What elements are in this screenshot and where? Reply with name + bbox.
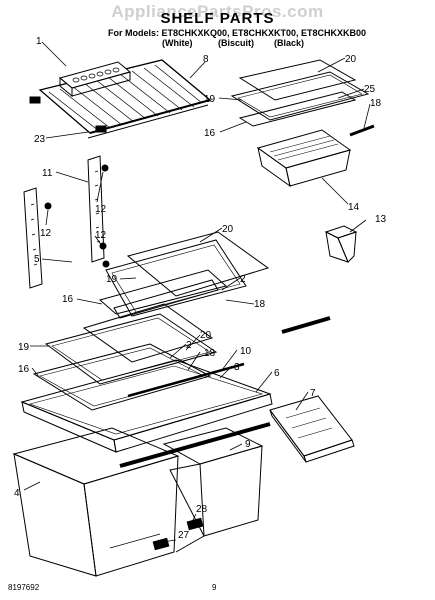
variant-black: (Black) — [274, 38, 305, 48]
callout-19-mid: 19 — [106, 274, 118, 285]
callout-7: 7 — [310, 388, 316, 399]
loose-bar — [281, 316, 331, 334]
callout-1: 1 — [36, 36, 42, 47]
callout-18-mid: 18 — [254, 299, 266, 310]
small-bin-13 — [324, 225, 358, 263]
callout-5: 5 — [34, 254, 40, 265]
callout-18-low: 18 — [204, 348, 216, 359]
callout-28: 28 — [196, 504, 208, 515]
lower-glass-shelf — [32, 303, 245, 411]
callout-19-low: 19 — [18, 342, 30, 353]
leader-lines — [23, 41, 371, 543]
watermark: AppliancePartsPros.com — [111, 2, 324, 21]
shelf-end-caps — [29, 96, 107, 133]
callout-13: 13 — [375, 214, 387, 225]
callout-6: 6 — [274, 368, 280, 379]
callout-12-b: 12 — [40, 228, 52, 239]
side-tray — [269, 395, 355, 463]
page-title: SHELF PARTS — [160, 10, 275, 27]
top-crisper-drawer — [256, 129, 352, 188]
callout-20-mid: 20 — [222, 224, 234, 235]
callout-9: 9 — [245, 439, 251, 450]
callout-3: 3 — [234, 362, 240, 373]
variant-white: (White) — [162, 38, 193, 48]
callout-2-mid: 2 — [240, 274, 246, 285]
callout-16-top: 16 — [204, 128, 216, 139]
callout-4: 4 — [14, 488, 20, 499]
crisper-drawer-left — [12, 427, 180, 577]
callout-25: 25 — [364, 84, 376, 95]
callout-14: 14 — [348, 202, 360, 213]
callout-23: 23 — [34, 134, 46, 145]
wire-shelf — [38, 59, 212, 139]
crisper-cover-frame — [20, 359, 273, 468]
document-number: 8197692 — [8, 583, 40, 592]
models-line: For Models: ET8CHKXKQ00, ET8CHKXKT00, ET… — [108, 28, 367, 38]
callout-11: 11 — [42, 168, 53, 179]
callout-12-c: 12 — [95, 230, 107, 241]
page-number: 9 — [212, 583, 217, 592]
screws-12 — [44, 164, 110, 268]
callout-10: 10 — [240, 346, 252, 357]
variant-biscuit: (Biscuit) — [218, 38, 254, 48]
drawer-slides — [152, 517, 204, 551]
callout-16-low: 16 — [18, 364, 30, 375]
callout-20-top: 20 — [345, 54, 357, 65]
callout-19-top: 19 — [204, 94, 216, 105]
callout-18-top: 18 — [370, 98, 382, 109]
callout-27: 27 — [178, 530, 190, 541]
callout-12-a: 12 — [95, 204, 107, 215]
callout-20-low: 20 — [200, 330, 212, 341]
middle-glass-shelf — [98, 231, 270, 319]
egg-bin — [58, 61, 132, 98]
top-glass-shelf — [230, 59, 375, 137]
callout-8: 8 — [203, 54, 209, 65]
callouts: 1 8 23 20 25 19 18 16 14 13 11 12 12 5 1… — [14, 36, 387, 541]
callout-16-mid: 16 — [62, 294, 74, 305]
shelf-ladder-5 — [23, 187, 43, 289]
callout-2-low: 2 — [186, 340, 192, 351]
